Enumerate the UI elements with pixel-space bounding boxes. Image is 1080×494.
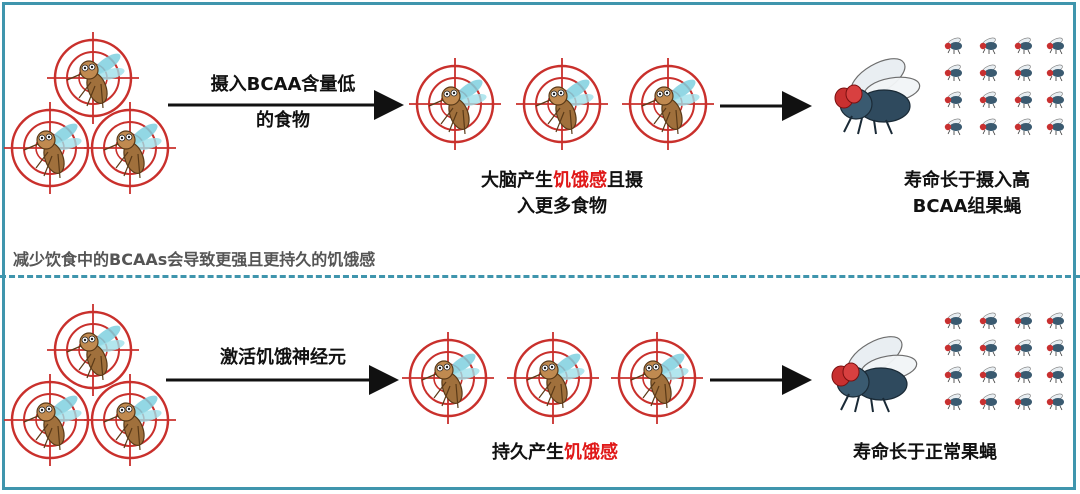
hunger-highlight: 饥饿感 bbox=[553, 170, 607, 191]
bottom-right-caption: 寿命长于正常果蝇 bbox=[853, 442, 997, 463]
bottom-target-cluster bbox=[2, 302, 178, 468]
caption-text: 大脑产生 bbox=[481, 170, 553, 191]
fruit-fly-icon bbox=[834, 49, 923, 136]
bottom-fly-grid bbox=[944, 310, 1065, 411]
mosquito-target-icon bbox=[514, 56, 610, 152]
caption-line: 入更多食物 bbox=[517, 196, 607, 217]
hunger-highlight: 饥饿感 bbox=[564, 442, 618, 463]
bottom-target-row bbox=[400, 330, 705, 426]
bottom-arrow-1-label: 激活饥饿神经元 bbox=[220, 347, 346, 368]
caption-line: BCAA组果蝇 bbox=[912, 196, 1022, 217]
mosquito-target-icon bbox=[505, 330, 601, 426]
mosquito-target-icon bbox=[2, 100, 98, 196]
top-arrow-1-label: 摄入BCAA含量低 的食物 bbox=[188, 72, 378, 134]
top-right-caption: 寿命长于摄入高 BCAA组果蝇 bbox=[872, 168, 1062, 220]
top-fly-grid bbox=[944, 35, 1065, 136]
top-middle-caption: 大脑产生饥饿感且摄 入更多食物 bbox=[452, 168, 672, 220]
caption-line: 寿命长于摄入高 bbox=[904, 170, 1030, 191]
summary-note: 减少饮食中的BCAAs会导致更强且更持久的饥饿感 bbox=[13, 250, 376, 269]
caption-text: 持久产生 bbox=[492, 442, 564, 463]
mosquito-target-icon bbox=[407, 56, 503, 152]
dashed-divider bbox=[0, 275, 1080, 278]
mosquito-target-icon bbox=[400, 330, 496, 426]
bottom-middle-caption: 持久产生饥饿感 bbox=[445, 440, 665, 466]
caption-line: 大脑产生饥饿感且摄 bbox=[452, 168, 672, 194]
caption-text: 且摄 bbox=[607, 170, 643, 191]
mosquito-target-icon bbox=[2, 372, 98, 468]
top-target-cluster bbox=[2, 30, 178, 196]
top-target-row bbox=[407, 56, 716, 152]
arrow-label-line: 的食物 bbox=[256, 110, 310, 131]
mosquito-target-icon bbox=[620, 56, 716, 152]
fruit-fly-icon bbox=[831, 327, 920, 413]
arrow-label-line: 摄入BCAA含量低 bbox=[210, 74, 356, 95]
mosquito-target-icon bbox=[609, 330, 705, 426]
